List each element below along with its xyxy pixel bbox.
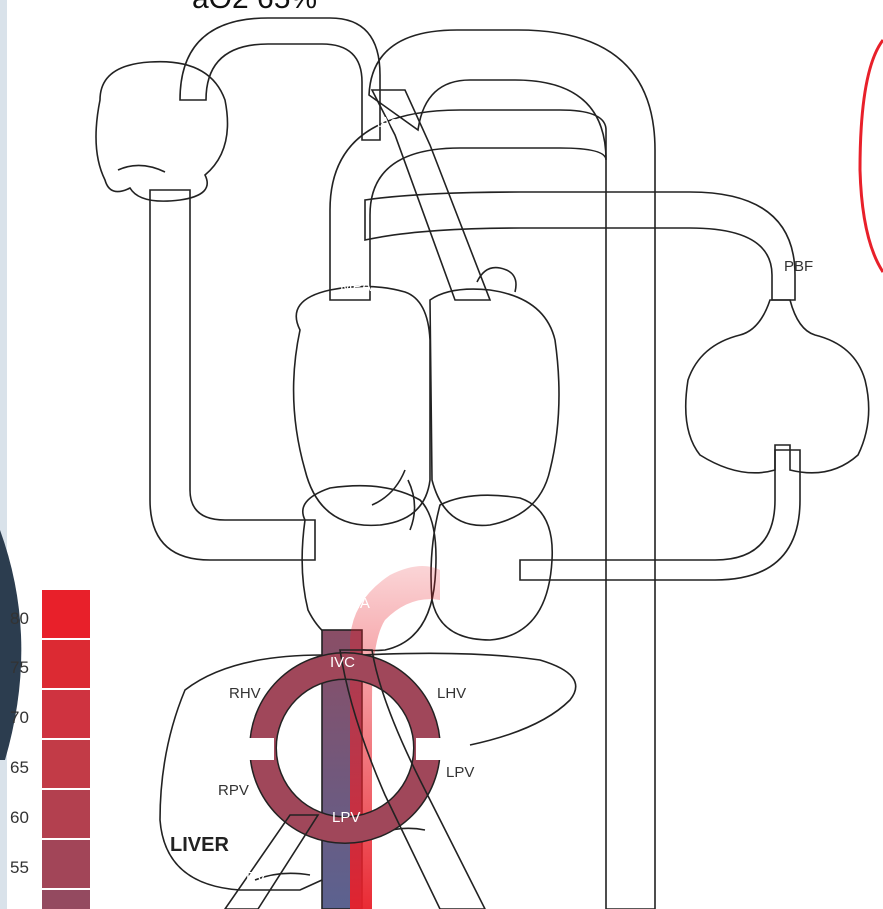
scale-block-55 bbox=[42, 840, 90, 888]
label-liver: LIVER bbox=[170, 834, 229, 856]
label-rv: RV bbox=[347, 376, 368, 393]
label-dv: DV bbox=[384, 764, 405, 781]
scale-tick-55: 55 bbox=[10, 858, 29, 877]
label-mpa: MPA bbox=[340, 278, 371, 295]
label-pbf: PBF bbox=[784, 258, 813, 275]
label-uv: UV bbox=[440, 881, 461, 898]
brain-fold bbox=[118, 165, 165, 172]
scale-block-70 bbox=[42, 690, 90, 738]
scale-tick-75: 75 bbox=[10, 658, 29, 677]
interatrial-line bbox=[408, 480, 415, 530]
label-lpv-right: LPV bbox=[446, 764, 474, 781]
annotation-circle bbox=[860, 40, 883, 272]
scale-tick-60: 60 bbox=[10, 808, 29, 827]
label-aao: AAo bbox=[370, 114, 398, 131]
label-fo: FO bbox=[390, 554, 411, 571]
ductus-arteriosus bbox=[330, 110, 606, 300]
ring-gap-right bbox=[416, 738, 446, 760]
left-ventricle bbox=[430, 289, 559, 525]
scale-tick-70: 70 bbox=[10, 708, 29, 727]
interventricular-line bbox=[372, 470, 405, 505]
label-rhv: RHV bbox=[229, 685, 261, 702]
scale-tick-80: 80 bbox=[10, 609, 29, 628]
label-ra: RA bbox=[349, 595, 370, 612]
ring-gap-left bbox=[244, 738, 274, 760]
pulmonary-veins bbox=[520, 450, 800, 580]
label-rpv: RPV bbox=[218, 782, 249, 799]
right-ventricle bbox=[294, 286, 430, 525]
scale-tick-65: 65 bbox=[10, 758, 29, 777]
left-atrium bbox=[431, 495, 552, 640]
scale-block-80 bbox=[42, 590, 90, 638]
label-la: LA bbox=[477, 595, 495, 612]
label-lhv: LHV bbox=[437, 685, 466, 702]
label-lpv-bottom: LPV bbox=[332, 809, 360, 826]
label-da: DA bbox=[482, 127, 503, 144]
scale-block-50 bbox=[42, 890, 90, 909]
pulmonary-blood-flow bbox=[365, 192, 795, 300]
label-svc: SVC bbox=[262, 536, 293, 553]
label-pv: PV bbox=[246, 869, 266, 886]
label-dao: DAo bbox=[612, 714, 641, 731]
superior-vena-cava bbox=[150, 190, 315, 560]
aortic-arch bbox=[180, 18, 380, 140]
scale-block-65 bbox=[42, 740, 90, 788]
page-edge-strip bbox=[0, 0, 7, 909]
label-ivc: IVC bbox=[330, 654, 355, 671]
caption-text: aO2 65% bbox=[192, 0, 317, 15]
label-lungs: LUNGS bbox=[752, 386, 819, 407]
scale-block-75 bbox=[42, 640, 90, 688]
label-brain: BRAIN bbox=[124, 134, 184, 155]
scale-block-60 bbox=[42, 790, 90, 838]
label-lv: LV bbox=[475, 376, 492, 393]
saturation-scale: 80 75 70 65 60 55 bbox=[10, 590, 90, 909]
